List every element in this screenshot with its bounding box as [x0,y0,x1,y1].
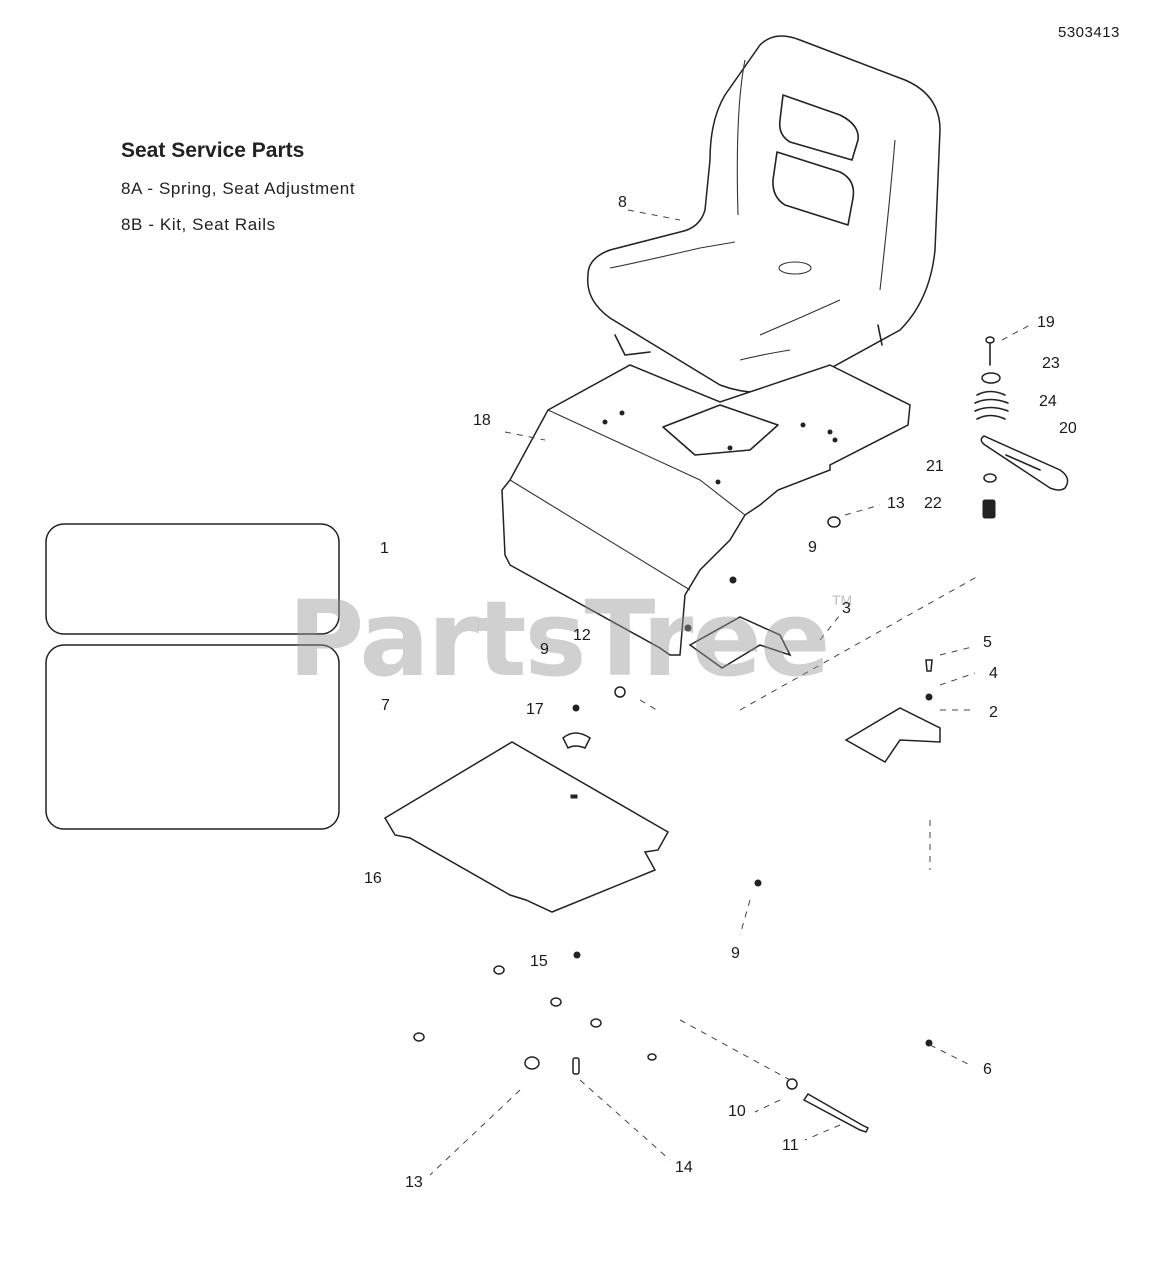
callout-3[interactable]: 3 [842,600,851,617]
panel-part-7[interactable] [45,644,340,830]
callout-19[interactable]: 19 [1037,314,1055,331]
callout-24[interactable]: 24 [1039,393,1057,410]
callout-9[interactable]: 9 [731,945,740,962]
callout-20[interactable]: 20 [1059,420,1077,437]
hardware-fasteners[interactable] [413,516,933,1133]
callout-15[interactable]: 15 [530,953,548,970]
watermark-trademark: TM [832,592,853,608]
callout-12[interactable]: 12 [573,627,591,644]
spring-assembly[interactable] [974,336,1069,519]
callout-16[interactable]: 16 [364,870,382,887]
service-part-item: 8A - Spring, Seat Adjustment [121,179,356,198]
callout-2[interactable]: 2 [989,704,998,721]
callout-13[interactable]: 13 [405,1174,423,1191]
bracket-part-3[interactable] [688,616,792,669]
callout-21[interactable]: 21 [926,458,944,475]
callout-7[interactable]: 7 [381,697,390,714]
callout-23[interactable]: 23 [1042,355,1060,372]
service-part-item: 8B - Kit, Seat Rails [121,215,276,234]
document-id: 5303413 [1058,24,1120,41]
callout-22[interactable]: 22 [924,495,942,512]
panel-part-1[interactable] [45,523,340,635]
callout-10[interactable]: 10 [728,1103,746,1120]
callout-8[interactable]: 8 [618,194,627,211]
callout-18[interactable]: 18 [473,412,491,429]
callout-17[interactable]: 17 [526,701,544,718]
leader-lines [429,209,1031,1176]
callout-9[interactable]: 9 [540,641,549,658]
plate-part-16[interactable] [383,741,670,913]
callout-9[interactable]: 9 [808,539,817,556]
callout-11[interactable]: 11 [782,1137,799,1154]
callout-14[interactable]: 14 [675,1159,693,1176]
callout-5[interactable]: 5 [983,634,992,651]
callout-4[interactable]: 4 [989,665,998,682]
callout-1[interactable]: 1 [380,540,389,557]
seat-pan-part[interactable] [501,364,911,656]
bracket-part-2[interactable] [844,707,941,763]
callout-6[interactable]: 6 [983,1061,992,1078]
seat-part[interactable] [586,35,941,394]
watermark: PartsTree [288,578,830,700]
callout-13[interactable]: 13 [887,495,905,512]
service-parts-title: Seat Service Parts [121,139,305,162]
